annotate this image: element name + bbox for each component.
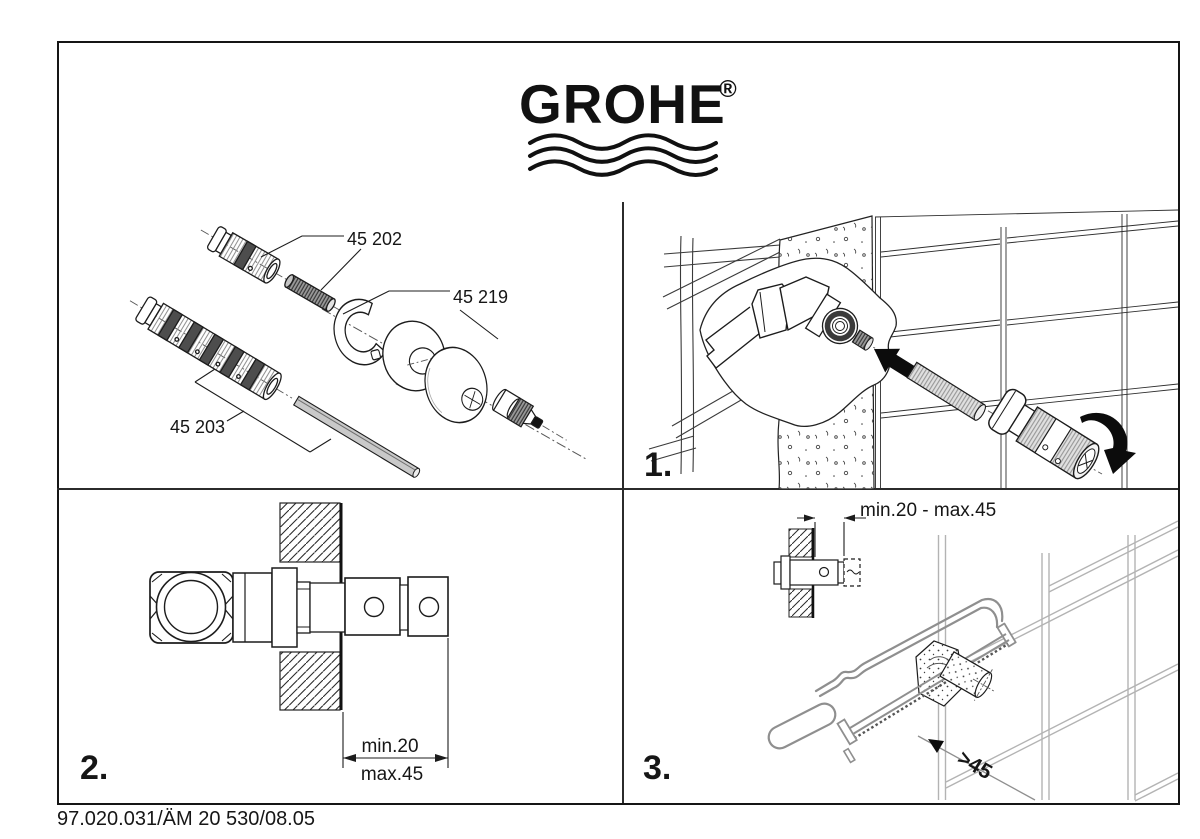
grohe-logo-text: GROHE (519, 73, 726, 135)
step3-number: 3. (643, 749, 671, 787)
step2-number: 2. (80, 749, 108, 787)
short-extension-spindle (200, 226, 351, 317)
vertical-panel-divider (622, 202, 624, 803)
rough-wall-lines (648, 235, 785, 475)
range-dimension-arrows (797, 514, 866, 557)
parts-exploded-diagram: 45 202 45 219 45 203 (129, 226, 587, 478)
extension-rod (906, 361, 987, 421)
document-code: 97.020.031/ÄM 20 530/08.05 (57, 808, 315, 830)
step3-illustration: min.20 - max.45 (643, 500, 1178, 802)
wall-cross-section (279, 502, 343, 711)
threaded-sleeve (988, 388, 1100, 480)
depth-dimension (342, 638, 449, 768)
cut-length-label: >45 (954, 746, 997, 784)
concealed-valve-body (705, 276, 830, 369)
part-number-45219: 45 219 (453, 287, 508, 307)
valve-side-view (149, 567, 449, 648)
knurled-adapter (492, 388, 567, 441)
part-number-45203: 45 203 (170, 417, 225, 437)
insert-direction-arrow-icon (874, 348, 921, 382)
wall-opening (699, 257, 897, 427)
valve-cartridge (804, 293, 874, 351)
page-border-frame (57, 41, 1180, 805)
depth-detail-section: min.20 - max.45 (773, 500, 996, 618)
hacksaw-icon (767, 597, 1017, 750)
spindle-stub (939, 651, 996, 701)
step2-illustration: min.20 max.45 2. (80, 502, 449, 787)
dimension-range-label: min.20 - max.45 (860, 500, 996, 521)
part-label-brackets (194, 235, 499, 453)
escutcheon-plate-front (424, 346, 488, 424)
rotate-arrow-icon (1080, 412, 1136, 474)
dimension-min-label: min.20 (361, 736, 418, 757)
part-number-45202: 45 202 (347, 229, 402, 249)
step1-illustration: 1. (644, 209, 1178, 489)
grohe-wave-icon (528, 133, 718, 177)
long-extension-spindle (129, 296, 421, 478)
horizontal-panel-divider (57, 488, 1178, 490)
cut-length-leader (917, 735, 1036, 801)
dimension-max-label: max.45 (361, 764, 423, 785)
step1-number: 1. (644, 446, 672, 484)
saw-blade (836, 633, 1010, 764)
registered-trademark: ® (719, 76, 737, 103)
